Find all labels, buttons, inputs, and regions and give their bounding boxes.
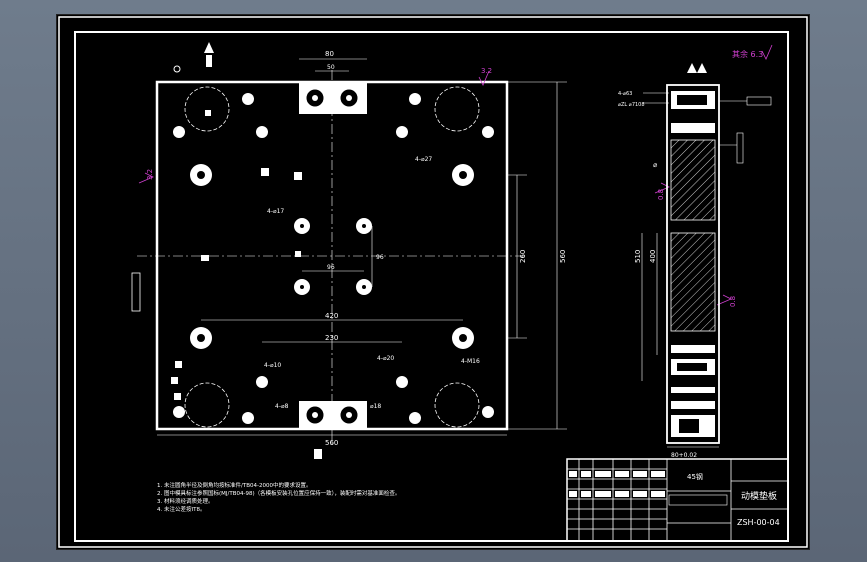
callout-4-d8: 4-⌀8 [275, 403, 289, 410]
inner-dots [300, 224, 366, 289]
dim-560-height: 560 [559, 250, 567, 263]
svg-text:3.2: 3.2 [481, 67, 492, 75]
dim-260: 260 [519, 250, 527, 263]
side-callout-4-d63: 4-⌀63 [618, 91, 632, 97]
dim-420: 420 [325, 312, 338, 320]
callout-d18: ⌀18 [370, 403, 381, 410]
side-dim-thickness: 80+0.02 [671, 452, 697, 459]
dim-96-x: 96 [327, 264, 335, 271]
guide-pin-holes [190, 164, 474, 349]
front-view: 80 50 560 420 230 96 96 260 560 4-⌀27 4-… [131, 42, 567, 459]
material-grade: 45钢 [687, 472, 703, 481]
arrow-up-marker [204, 42, 214, 53]
inner-frame [74, 31, 789, 542]
title-block [566, 458, 789, 542]
square-markers [171, 110, 302, 400]
outer-frame [58, 16, 808, 548]
dim-96-y: 96 [376, 254, 384, 261]
technical-notes: 1. 未注圆角半径及倒角均按标准件/TB04-2000中的要求设置。 2. 图中… [157, 481, 400, 513]
corner-holes [184, 86, 480, 428]
bottom-tab-marker [314, 449, 322, 459]
dim-50: 50 [327, 64, 335, 71]
drawing-number: ZSH-00-04 [737, 518, 780, 527]
side-outline [666, 84, 720, 444]
part-name: 动模垫板 [741, 490, 777, 502]
dim-230: 230 [325, 334, 338, 342]
side-callout-datum: ⌀ [653, 161, 657, 169]
callout-4-d20: 4-⌀20 [377, 355, 394, 362]
drawing-sheet: 80 50 560 420 230 96 96 260 560 4-⌀27 4-… [56, 14, 810, 550]
side-dim-510: 510 [634, 250, 642, 263]
cad-drawing: 80 50 560 420 230 96 96 260 560 4-⌀27 4-… [58, 16, 808, 548]
arrow-up-stem [206, 55, 212, 67]
datum-symbol [173, 65, 181, 73]
general-roughness: 其余 6.3 [732, 49, 763, 59]
note-4: 4. 未注公差按IT8。 [157, 505, 205, 513]
side-dim-400: 400 [649, 250, 657, 263]
side-callout-zl: ⌀ZL ⌀7108 [618, 102, 645, 108]
note-2: 2. 图中模具标注参照国标(MJ/TB04-98)（各模板安装孔位置应保持一致）… [157, 489, 400, 497]
side-dimension-lines [641, 92, 772, 448]
svg-text:0.8: 0.8 [729, 296, 737, 307]
top-marker [687, 63, 707, 73]
note-3: 3. 材料须经调质处理。 [157, 497, 214, 505]
dim-80: 80 [325, 50, 334, 58]
svg-text:0.8: 0.8 [657, 189, 665, 200]
side-features [671, 91, 715, 437]
callout-4-d27: 4-⌀27 [415, 156, 432, 163]
top-slot-holes [305, 88, 359, 108]
side-hatched-regions [670, 139, 716, 332]
side-view: 510 400 80+0.02 4-⌀63 ⌀ZL ⌀7108 ⌀ [618, 63, 772, 459]
dimension-lines [157, 58, 567, 436]
small-holes [173, 93, 494, 424]
surface-finish-marks: 3.2 3.2 0.8 0.8 其余 6.3 [138, 44, 773, 307]
note-1: 1. 未注圆角半径及倒角均按标准件/TB04-2000中的要求设置。 [157, 481, 311, 489]
svg-text:3.2: 3.2 [146, 169, 154, 180]
title-block-fill [569, 471, 728, 506]
callout-4-d10: 4-⌀10 [264, 362, 281, 369]
callout-4-d17: 4-⌀17 [267, 208, 284, 215]
callout-4-m16: 4-M16 [461, 358, 480, 365]
dim-560-width: 560 [325, 439, 338, 447]
side-label-box [131, 272, 141, 312]
bottom-slot-holes [305, 405, 359, 425]
